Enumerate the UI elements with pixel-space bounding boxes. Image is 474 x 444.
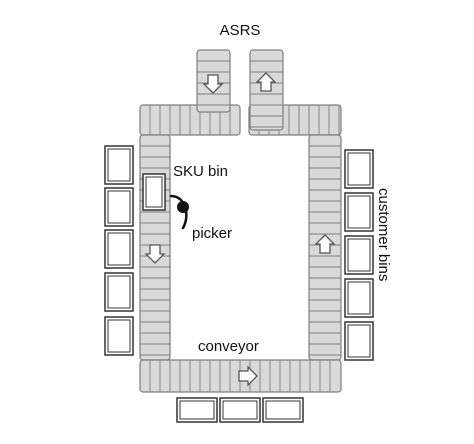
arrow-down-asrs-icon xyxy=(202,74,224,94)
customer-bin-left-3 xyxy=(104,229,134,269)
picker-icon xyxy=(169,194,189,230)
customer-bin-right-4 xyxy=(344,278,374,318)
customer-bin-left-2 xyxy=(104,187,134,227)
arrow-up-right-icon xyxy=(314,234,336,254)
conveyor-label: conveyor xyxy=(198,338,259,355)
customer-bin-left-5 xyxy=(104,316,134,356)
sku-bin xyxy=(142,173,166,211)
direction-arrows xyxy=(144,72,336,387)
sku-bin-label: SKU bin xyxy=(173,163,228,180)
picker-label: picker xyxy=(192,225,232,242)
customer-bins-bottom xyxy=(176,397,304,423)
customer-bin-bottom-1 xyxy=(176,397,218,423)
customer-bin-right-2 xyxy=(344,192,374,232)
asrs-label: ASRS xyxy=(220,22,261,39)
customer-bins-right xyxy=(344,149,374,361)
customer-bin-right-3 xyxy=(344,235,374,275)
customer-bins-left xyxy=(104,145,134,356)
customer-bins-label: customer bins xyxy=(375,188,392,281)
customer-bin-right-5 xyxy=(344,321,374,361)
customer-bin-bottom-3 xyxy=(262,397,304,423)
customer-bin-left-1 xyxy=(104,145,134,185)
arrow-down-left-icon xyxy=(144,244,166,264)
customer-bin-right-1 xyxy=(344,149,374,189)
arrow-right-bottom-icon xyxy=(238,365,258,387)
customer-bin-left-4 xyxy=(104,272,134,312)
arrow-up-asrs-icon xyxy=(255,72,277,92)
customer-bin-bottom-2 xyxy=(219,397,261,423)
